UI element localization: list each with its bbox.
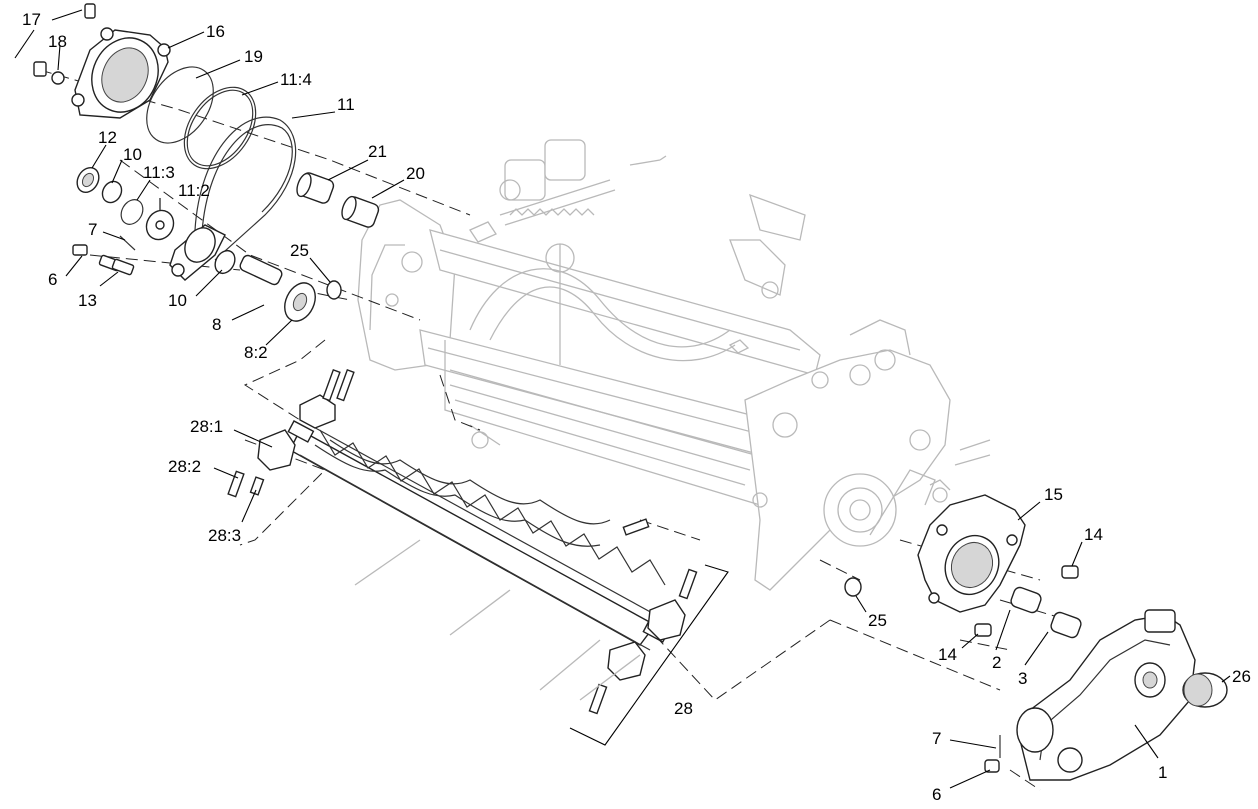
callout-21: 21 [368, 142, 387, 161]
callout-13: 13 [78, 291, 97, 310]
callout-11-2: 11:2 [178, 181, 210, 200]
callout-8: 8 [212, 315, 221, 334]
callout-14-lower: 14 [938, 645, 957, 664]
callout-16: 16 [206, 22, 225, 41]
assembly-28-bracket [569, 564, 729, 746]
callout-28-3: 28:3 [208, 526, 241, 545]
frame-assembly-ghost [357, 139, 991, 591]
callout-10-upper: 10 [123, 145, 142, 164]
callout-6-right: 6 [932, 785, 941, 804]
reel-assembly [227, 368, 698, 715]
callout-28: 28 [674, 699, 693, 718]
callout-28-2: 28:2 [168, 457, 201, 476]
callout-14-upper: 14 [1084, 525, 1103, 544]
callout-2: 2 [992, 653, 1001, 672]
callout-19: 19 [244, 47, 263, 66]
callout-7-right: 7 [932, 729, 941, 748]
leader-lines [14, 9, 1231, 789]
callout-11-4: 11:4 [280, 70, 312, 89]
callout-6-left: 6 [48, 270, 57, 289]
right-drive-parts [844, 494, 1228, 781]
left-drive-parts [33, 3, 380, 322]
callout-3: 3 [1018, 669, 1027, 688]
callout-17: 17 [22, 10, 41, 29]
callout-26: 26 [1232, 667, 1251, 686]
callout-10-lower: 10 [168, 291, 187, 310]
callout-1: 1 [1158, 763, 1167, 782]
callout-25-right: 25 [868, 611, 887, 630]
callout-15: 15 [1044, 485, 1063, 504]
callout-12: 12 [98, 128, 117, 147]
callout-8-2: 8:2 [244, 343, 268, 362]
callout-20: 20 [406, 164, 425, 183]
callout-7-left: 7 [88, 220, 97, 239]
callout-25-left: 25 [290, 241, 309, 260]
callout-labels: 17 18 16 19 11:4 11 12 10 11:3 11:2 21 2… [22, 10, 1251, 804]
callout-11: 11 [337, 95, 355, 114]
callout-18: 18 [48, 32, 67, 51]
callout-11-3: 11:3 [143, 163, 175, 182]
callout-28-1: 28:1 [190, 417, 223, 436]
